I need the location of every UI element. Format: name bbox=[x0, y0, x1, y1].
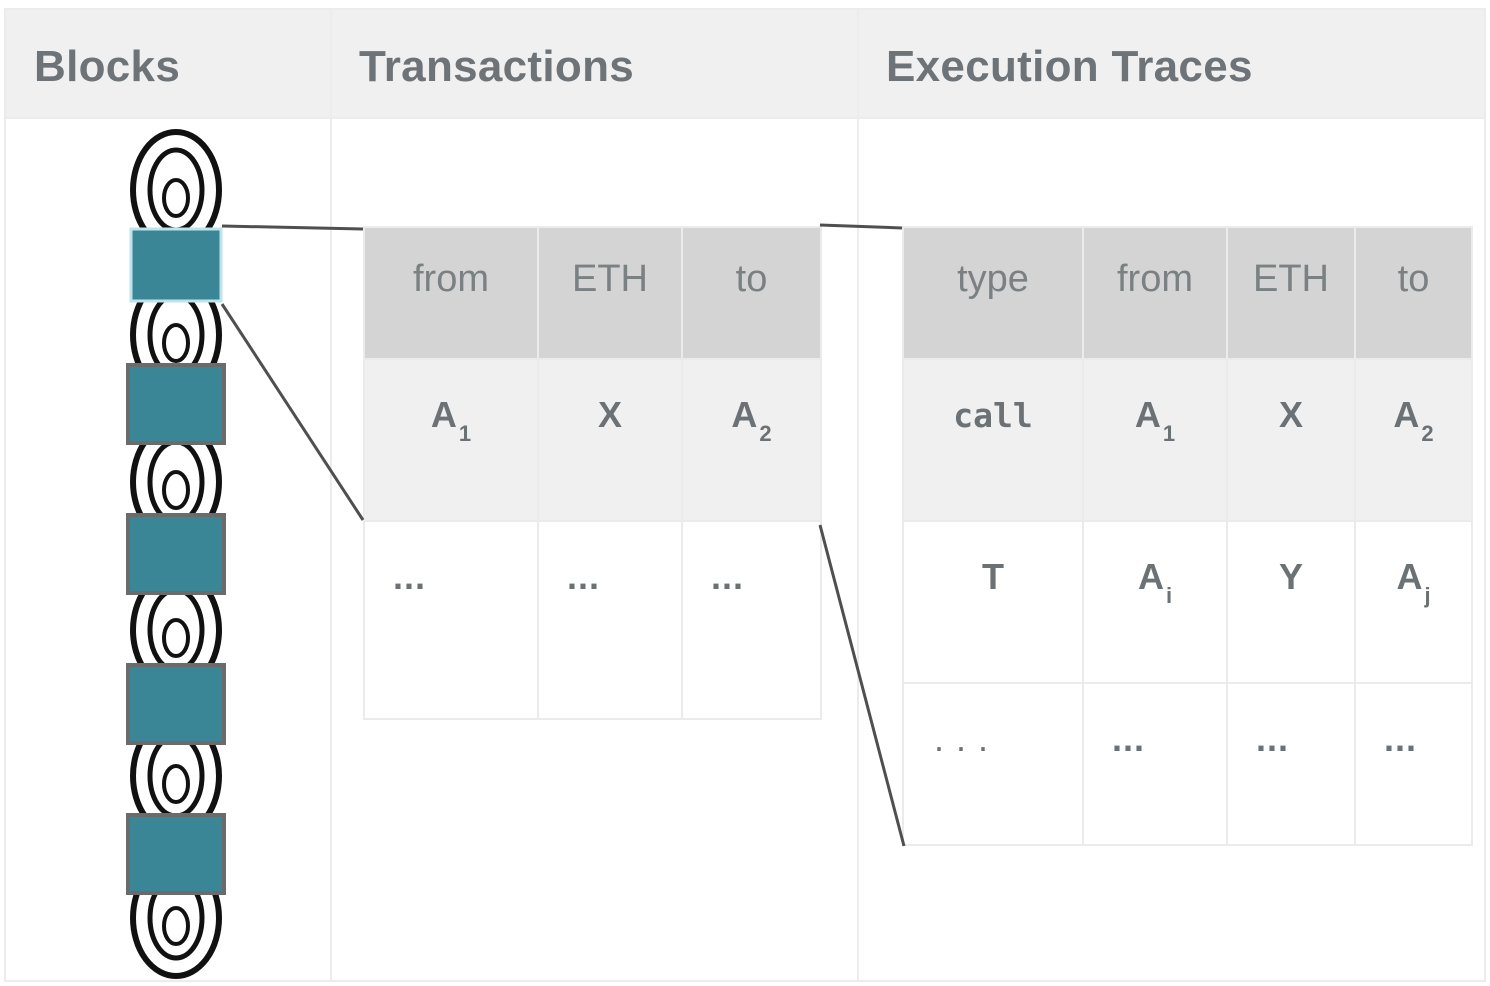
cell-from: Ai bbox=[1082, 520, 1228, 684]
header-to: to bbox=[681, 226, 822, 360]
blocks bbox=[126, 227, 226, 895]
selected-block-icon bbox=[129, 227, 223, 303]
blocks-column-header: Blocks bbox=[6, 10, 331, 118]
block-icon bbox=[126, 513, 226, 595]
cell-eth: X bbox=[1226, 358, 1356, 522]
zoom-connectors bbox=[220, 223, 906, 847]
diagram-frame bbox=[4, 8, 1486, 982]
table-header-row: from ETH to bbox=[363, 226, 822, 360]
header-from: from bbox=[363, 226, 539, 360]
connector-line bbox=[221, 224, 364, 231]
table-header-row: type from ETH to bbox=[902, 226, 1473, 360]
cell-eth: Y bbox=[1226, 520, 1356, 684]
header-eth: ETH bbox=[537, 226, 683, 360]
header-from: from bbox=[1082, 226, 1228, 360]
transactions-column-header: Transactions bbox=[331, 10, 858, 118]
cell-from: A1 bbox=[363, 358, 539, 522]
transactions-table: from ETH to A1 X A2 ... ... ... bbox=[363, 226, 822, 720]
connector-line bbox=[818, 524, 906, 847]
transactions-title: Transactions bbox=[359, 42, 635, 91]
cell-type: call bbox=[902, 358, 1084, 522]
table-row: ... ... ... bbox=[363, 520, 822, 720]
traces-column-header: Execution Traces bbox=[858, 10, 1484, 118]
header-type: type bbox=[902, 226, 1084, 360]
header-divider bbox=[6, 117, 1484, 119]
cell-to: A2 bbox=[681, 358, 822, 522]
table-row: call A1 X A2 bbox=[902, 358, 1473, 522]
table-row: . . . ... ... ... bbox=[902, 682, 1473, 846]
cell-from: ... bbox=[1082, 682, 1228, 846]
traces-title: Execution Traces bbox=[886, 42, 1253, 91]
cell-to: ... bbox=[681, 520, 822, 720]
traces-table: type from ETH to call A1 X A2 T Ai Y Aj … bbox=[902, 226, 1473, 846]
cell-to: Aj bbox=[1354, 520, 1473, 684]
block-icon bbox=[126, 663, 226, 745]
column-divider bbox=[330, 10, 332, 980]
blocks-title: Blocks bbox=[34, 42, 181, 91]
cell-eth: ... bbox=[1226, 682, 1356, 846]
connector-line bbox=[819, 223, 903, 230]
cell-type: T bbox=[902, 520, 1084, 684]
cell-from: A1 bbox=[1082, 358, 1228, 522]
cell-eth: ... bbox=[537, 520, 683, 720]
cell-type: . . . bbox=[902, 682, 1084, 846]
block-icon bbox=[126, 813, 226, 895]
header-to: to bbox=[1354, 226, 1473, 360]
connector-line bbox=[220, 303, 365, 521]
column-divider bbox=[857, 10, 859, 980]
cell-to: A2 bbox=[1354, 358, 1473, 522]
cell-from: ... bbox=[363, 520, 539, 720]
table-row: T Ai Y Aj bbox=[902, 520, 1473, 684]
cell-eth: X bbox=[537, 358, 683, 522]
header-eth: ETH bbox=[1226, 226, 1356, 360]
block-icon bbox=[126, 363, 226, 445]
cell-to: ... bbox=[1354, 682, 1473, 846]
table-row: A1 X A2 bbox=[363, 358, 822, 522]
